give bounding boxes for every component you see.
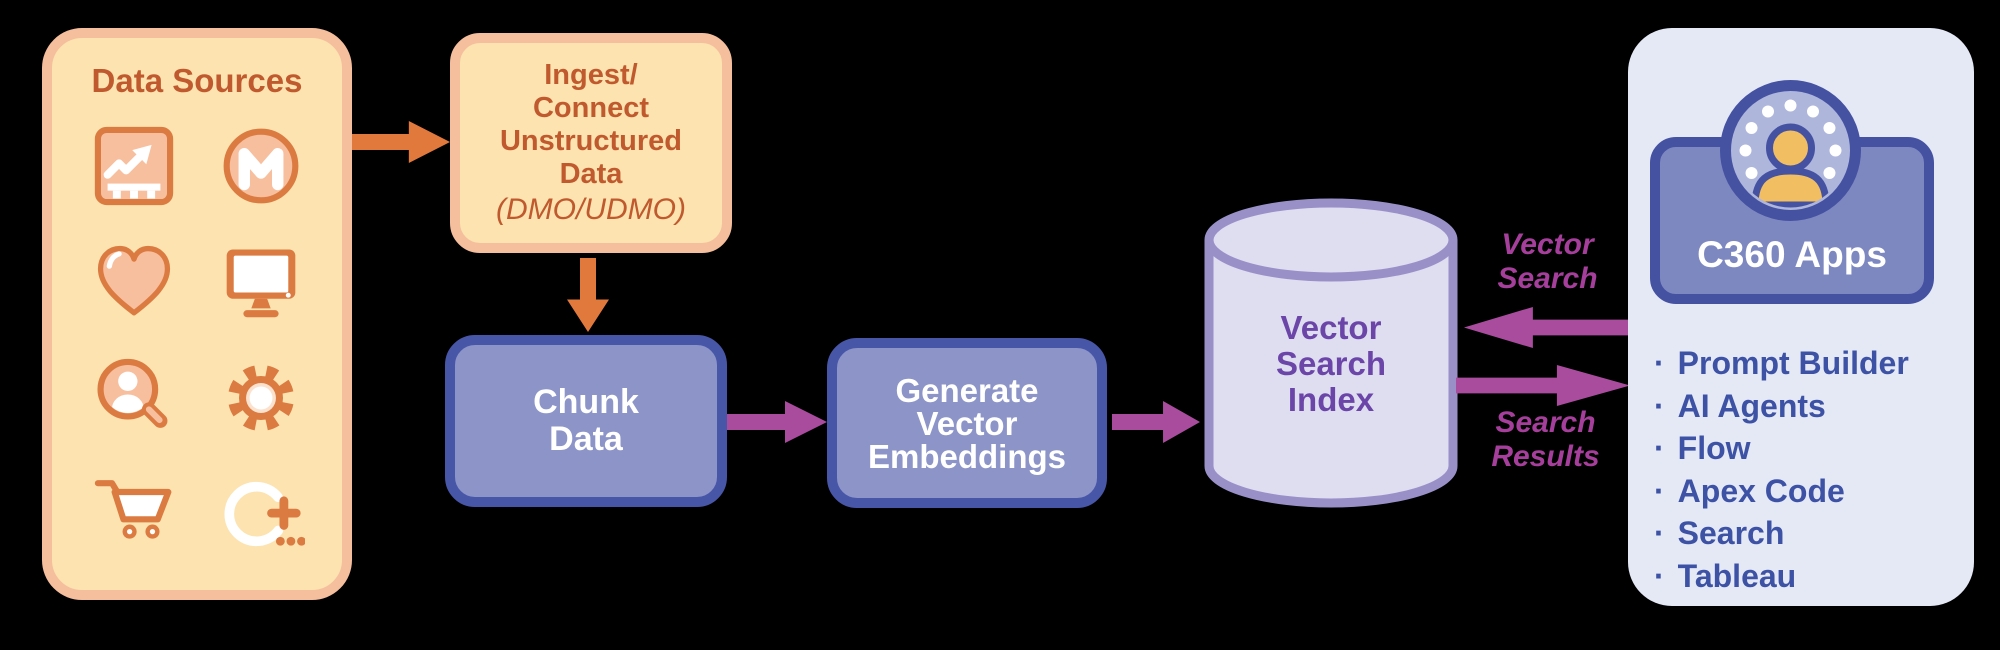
vector-search-flow-label: Vector Search (1497, 228, 1598, 295)
cart-icon (90, 470, 178, 558)
gear-icon (217, 354, 305, 442)
ingest-dmo-label: (DMO/UDMO) (496, 193, 686, 226)
data-sources-title: Data Sources (91, 62, 303, 99)
person-search-icon (90, 354, 178, 442)
arrow-generate-to-index (1112, 401, 1200, 443)
arrow-index-to-c360 (1456, 364, 1630, 407)
vector-search-index-label: Vector Search Index (1275, 309, 1387, 418)
arrow-chunk-to-generate (727, 401, 827, 443)
bullet: · (1654, 515, 1665, 551)
app-label: Flow (1677, 430, 1751, 466)
search-results-flow-label: Search Results (1491, 406, 1600, 473)
bullet: · (1654, 387, 1665, 424)
arrow-sources-to-ingest (352, 121, 450, 163)
mulesoft-icon (217, 122, 305, 210)
user-badge-icon (1720, 80, 1861, 221)
bullet: · (1654, 472, 1665, 509)
c360-app-list: · Prompt Builder · AI Agents · Flow · Ap… (1654, 342, 1909, 597)
heart-icon (90, 238, 178, 326)
generate-embeddings-box: Generate Vector Embeddings (827, 338, 1107, 508)
ingest-connect-box: Ingest/ Connect Unstructured Data (DMO/U… (450, 33, 732, 253)
app-label: Search (1677, 515, 1785, 551)
monitor-icon (217, 238, 305, 326)
data-sources-icon-grid (52, 108, 342, 572)
arrow-c360-to-index (1464, 306, 1628, 349)
bullet: · (1654, 430, 1665, 466)
c360-apps-title: C360 Apps (1697, 234, 1887, 275)
chart-icon (90, 122, 178, 210)
vector-search-index-cylinder (1204, 198, 1458, 508)
app-label: Tableau (1677, 557, 1797, 594)
list-item: · Prompt Builder (1654, 342, 1909, 385)
list-item: · AI Agents (1654, 385, 1909, 428)
list-item: · Search (1654, 512, 1909, 555)
generate-embeddings-label: Generate Vector Embeddings (867, 371, 1067, 475)
app-label: Prompt Builder (1677, 345, 1909, 381)
bullet: · (1654, 345, 1665, 381)
arrow-ingest-to-chunk (567, 258, 609, 332)
data-sources-panel: Data Sources (42, 28, 352, 600)
more-icon (217, 470, 305, 558)
app-label: AI Agents (1677, 387, 1826, 424)
chunk-data-label: Chunk Data (533, 383, 639, 458)
list-item: · Apex Code (1654, 470, 1909, 513)
app-label: Apex Code (1677, 472, 1845, 509)
bullet: · (1654, 557, 1665, 594)
chunk-data-box: Chunk Data (445, 335, 727, 507)
list-item: · Flow (1654, 427, 1909, 470)
list-item: · Tableau (1654, 555, 1909, 598)
ingest-connect-label: Ingest/ Connect Unstructured Data (499, 59, 683, 190)
